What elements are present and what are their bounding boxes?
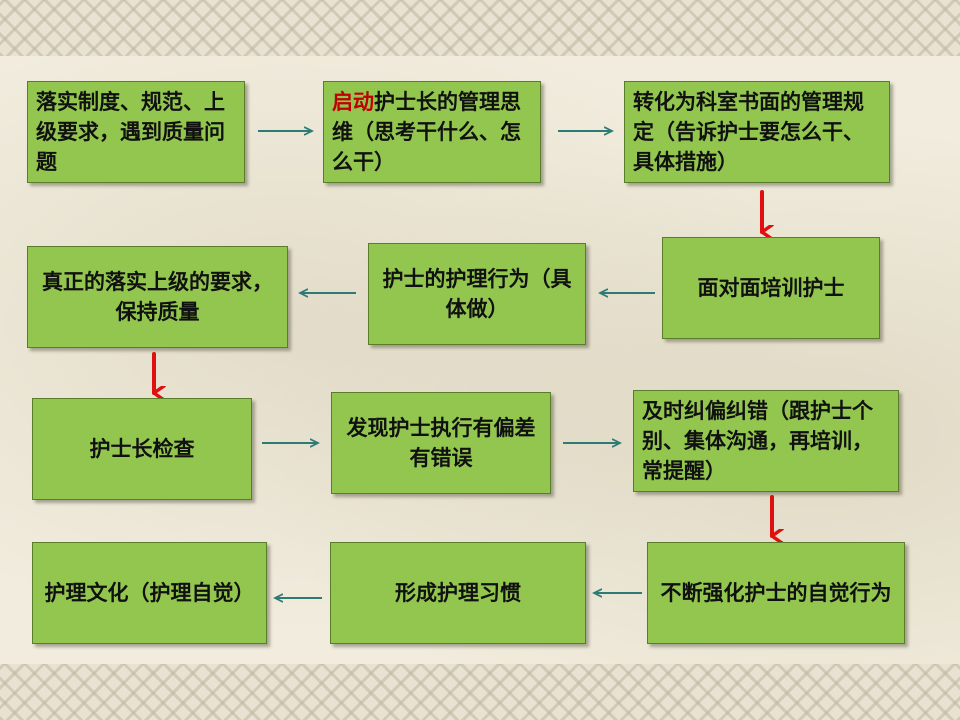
step-4-text: 面对面培训护士 xyxy=(697,276,845,300)
step-11-text: 形成护理习惯 xyxy=(395,581,521,605)
step-9-box: 及时纠偏纠错（跟护士个别、集体沟通，再培训，常提醒） xyxy=(633,390,899,492)
step-7-text: 护士长检查 xyxy=(89,437,195,461)
step-1-text: 落实制度、规范、上级要求，遇到质量问题 xyxy=(36,90,225,174)
step-4-box: 面对面培训护士 xyxy=(662,237,880,339)
step-1-box: 落实制度、规范、上级要求，遇到质量问题 xyxy=(27,81,245,183)
step-8-box: 发现护士执行有偏差有错误 xyxy=(331,392,551,494)
step-6-text: 真正的落实上级的要求，保持质量 xyxy=(42,270,273,324)
bottom-ornament-border xyxy=(0,664,960,720)
step-3-box: 转化为科室书面的管理规定（告诉护士要怎么干、具体措施） xyxy=(624,81,890,183)
step-12-text: 护理文化（护理自觉） xyxy=(44,581,255,605)
step-11-box: 形成护理习惯 xyxy=(330,542,586,644)
step-10-text: 不断强化护士的自觉行为 xyxy=(660,581,892,605)
step-2-box: 启动护士长的管理思维（思考干什么、怎么干） xyxy=(323,81,541,183)
step-5-text: 护士的护理行为（具体做） xyxy=(382,267,572,321)
step-5-box: 护士的护理行为（具体做） xyxy=(368,243,586,345)
step-9-text: 及时纠偏纠错（跟护士个别、集体沟通，再培训，常提醒） xyxy=(642,399,873,483)
step-8-text: 发现护士执行有偏差有错误 xyxy=(346,416,536,470)
step-3-text: 转化为科室书面的管理规定（告诉护士要怎么干、具体措施） xyxy=(633,90,864,174)
step-2-highlight: 启动 xyxy=(332,90,374,114)
step-12-box: 护理文化（护理自觉） xyxy=(32,542,267,644)
step-2-text: 启动护士长的管理思维（思考干什么、怎么干） xyxy=(332,87,534,177)
top-ornament-border xyxy=(0,0,960,56)
step-2-rest: 护士长的管理思维（思考干什么、怎么干） xyxy=(332,90,521,174)
step-10-box: 不断强化护士的自觉行为 xyxy=(647,542,905,644)
step-6-box: 真正的落实上级的要求，保持质量 xyxy=(27,246,288,348)
step-7-box: 护士长检查 xyxy=(32,398,252,500)
